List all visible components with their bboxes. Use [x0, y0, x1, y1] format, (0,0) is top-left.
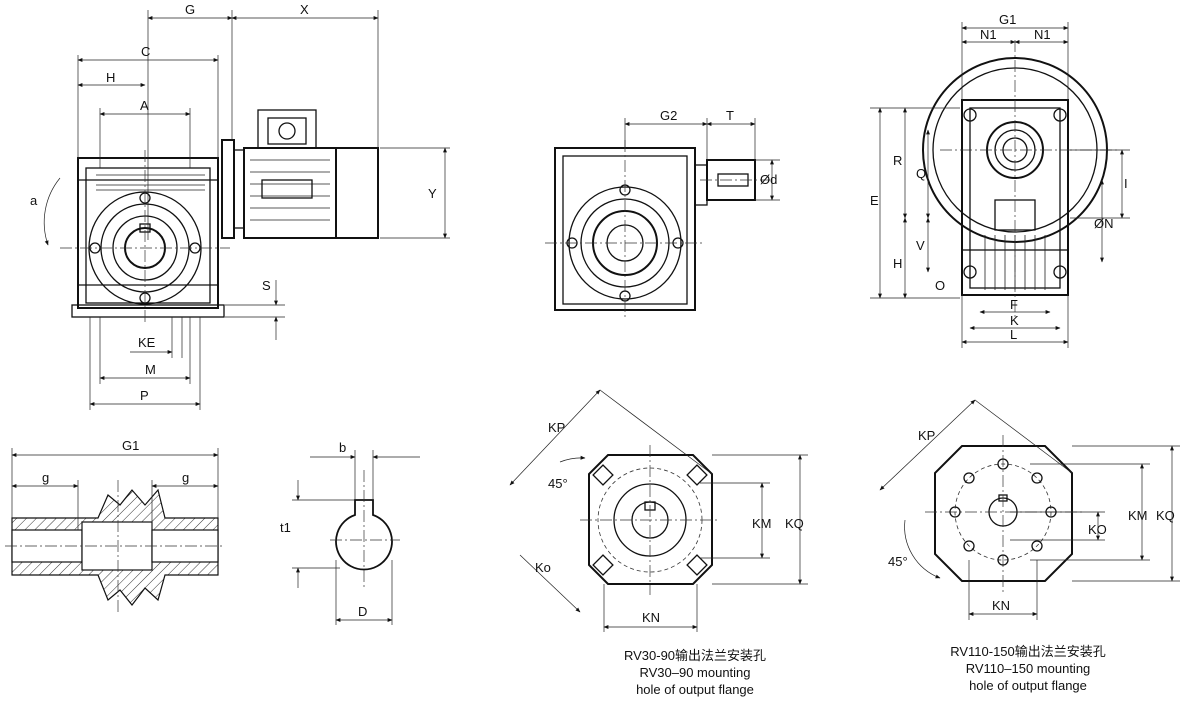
- label-g1-top: G1: [999, 12, 1016, 27]
- view-keyway: [292, 450, 420, 625]
- label-s: S: [262, 278, 271, 293]
- label-45-left: 45°: [548, 476, 568, 491]
- label-d: Ød: [760, 172, 777, 187]
- caption-right-line2: RV110–150 mounting: [966, 661, 1091, 676]
- label-k: K: [1010, 313, 1019, 328]
- label-e: E: [870, 193, 879, 208]
- label-m: M: [145, 362, 156, 377]
- label-ke: KE: [138, 335, 156, 350]
- label-n1-right: N1: [1034, 27, 1051, 42]
- view-flange-rv110-150: [879, 399, 1180, 620]
- label-p: P: [140, 388, 149, 403]
- label-g-left: g: [42, 470, 49, 485]
- label-b: b: [339, 440, 346, 455]
- label-x: X: [300, 2, 309, 17]
- label-t1: t1: [280, 520, 291, 535]
- caption-right-line1: RV110-150输出法兰安装孔: [950, 644, 1106, 659]
- label-a: A: [140, 98, 149, 113]
- label-kn-right: KN: [992, 598, 1010, 613]
- label-n: ØN: [1094, 216, 1114, 231]
- label-45-right: 45°: [888, 554, 908, 569]
- dimension-labels: G X C H A a Y S KE M P G2 T Ød G1 N1 N1 …: [30, 2, 1175, 625]
- label-i: I: [1124, 176, 1128, 191]
- captions: RV30-90输出法兰安装孔 RV30–90 mounting hole of …: [624, 644, 1106, 697]
- label-kp-left: KP: [548, 420, 565, 435]
- label-r: R: [893, 153, 902, 168]
- label-km-left: KM: [752, 516, 772, 531]
- label-kq-left: KQ: [785, 516, 804, 531]
- caption-right-line3: hole of output flange: [969, 678, 1087, 693]
- label-ko-left: Ko: [535, 560, 551, 575]
- label-n1-left: N1: [980, 27, 997, 42]
- label-ko-right: KO: [1088, 522, 1107, 537]
- label-l: L: [1010, 327, 1017, 342]
- label-g1-shaft: G1: [122, 438, 139, 453]
- view-gearmotor-front: [43, 10, 450, 410]
- view-gearbox-end: [870, 22, 1130, 348]
- label-c: C: [141, 44, 150, 59]
- label-h: H: [106, 70, 115, 85]
- label-f: F: [1010, 297, 1018, 312]
- label-t: T: [726, 108, 734, 123]
- label-km-right: KM: [1128, 508, 1148, 523]
- label-y: Y: [428, 186, 437, 201]
- label-alpha: a: [30, 193, 38, 208]
- view-gearbox-side: [545, 118, 780, 318]
- label-kn-left: KN: [642, 610, 660, 625]
- label-g-right: g: [182, 470, 189, 485]
- label-g: G: [185, 2, 195, 17]
- view-flange-rv30-90: [509, 389, 808, 632]
- label-q: Q: [916, 166, 926, 181]
- label-v: V: [916, 238, 925, 253]
- label-d-key: D: [358, 604, 367, 619]
- label-kq-right: KQ: [1156, 508, 1175, 523]
- view-hollow-shaft-section: [5, 448, 225, 615]
- caption-left-line3: hole of output flange: [636, 682, 754, 697]
- label-o: O: [935, 278, 945, 293]
- caption-left-line1: RV30-90输出法兰安装孔: [624, 648, 766, 663]
- label-h-right: H: [893, 256, 902, 271]
- label-g2: G2: [660, 108, 677, 123]
- label-kp-right: KP: [918, 428, 935, 443]
- caption-left-line2: RV30–90 mounting: [639, 665, 750, 680]
